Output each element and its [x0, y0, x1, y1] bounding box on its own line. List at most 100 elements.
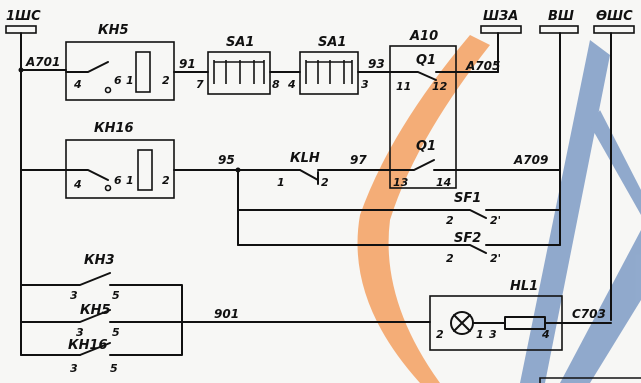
contact-kh16-bottom: КН16 3 5	[68, 338, 118, 375]
bus-1shs: 1ШС	[5, 9, 41, 34]
watermark-blue-stripe-1	[520, 40, 610, 383]
kh5-top-contact-dot	[104, 86, 112, 94]
kh5-top-pin: 4	[73, 78, 82, 91]
hl1-pin: 3	[489, 328, 497, 341]
kh5-top-label: КН5	[98, 23, 129, 38]
a10-q1-top-contact	[389, 71, 457, 81]
sf2-pin: 2	[446, 252, 454, 265]
a10-pin: 12	[432, 80, 448, 93]
sa1-right-pin: 3	[361, 78, 369, 91]
kh16-top-coil	[137, 149, 153, 191]
kh5-top-pin: 1	[126, 74, 134, 87]
sa1-right-box	[299, 51, 359, 95]
sa1-left-label: SA1	[226, 35, 254, 50]
kh16-bottom-pin: 5	[110, 362, 118, 375]
a10-pin: 13	[393, 176, 409, 189]
relay-kh5-top: КН5 4 6 1 2	[65, 23, 175, 101]
contact-kh5-bottom: КН5 3 5	[20, 303, 183, 339]
contact-kh3: КН3 3 5	[70, 253, 120, 302]
bus-vsh-terminal	[539, 25, 579, 34]
watermark-blue-stripe-3	[590, 110, 641, 215]
watermark-orange-stripe	[357, 35, 490, 383]
wire-901-label: 901	[214, 307, 239, 321]
wire-a701-label: А701	[25, 55, 60, 69]
kh16-top-pin: 6	[114, 174, 122, 187]
bus-sh3a: ШЗА	[480, 9, 522, 34]
bus-oshs: ӨШС	[593, 9, 635, 34]
a10-box	[389, 45, 457, 189]
kh16-top-pin: 1	[126, 174, 134, 187]
sf2-pin: 2'	[490, 252, 501, 265]
klh-pin: 2	[321, 176, 329, 189]
wire-c703-label: С703	[572, 307, 606, 321]
sa1-left-contacts	[213, 60, 265, 84]
switch-sa1-left: SA1 7 8	[196, 35, 280, 95]
a10-q1-top-label: Q1	[416, 53, 436, 68]
wire-95-label: 95	[218, 153, 235, 167]
wire-bottom-frame	[20, 272, 183, 356]
a10-pin: 11	[396, 80, 411, 93]
bus-sh3a-label: ШЗА	[483, 9, 518, 24]
kh16-bottom-label: КН16	[68, 338, 108, 353]
klh-label: КLН	[290, 151, 320, 166]
klh-contact	[299, 169, 319, 185]
klh-pin: 1	[277, 176, 285, 189]
a10-q1-bottom-contact	[389, 159, 457, 171]
breaker-sf2: SF2 2 2'	[237, 231, 561, 265]
switch-sa1-right: SA1 4 3	[287, 35, 369, 95]
a10-pin: 14	[436, 176, 451, 189]
bus-oshs-label: ӨШС	[596, 9, 633, 24]
sf2-label: SF2	[454, 231, 481, 246]
breaker-a10: А10 Q1 11 12 Q1 13 14	[389, 29, 457, 189]
kh5-bottom-pin: 5	[112, 326, 120, 339]
resistor-icon	[504, 316, 546, 330]
sf1-contact	[237, 209, 561, 219]
bus-sh3a-terminal	[480, 25, 522, 34]
kh5-top-coil	[135, 51, 151, 93]
lamp-cross	[453, 314, 471, 332]
sf2-contact	[237, 244, 561, 254]
sf1-label: SF1	[454, 191, 481, 206]
sf1-pin: 2'	[490, 214, 501, 227]
breaker-sf1: SF1 2 2'	[237, 191, 561, 227]
bus-vsh: ВШ	[539, 9, 579, 34]
kh5-top-pin: 6	[114, 74, 122, 87]
kh5-top-contact	[65, 61, 109, 73]
hl1-label: НL1	[510, 279, 538, 294]
sa1-left-pin: 8	[272, 78, 280, 91]
lamp-hl1: НL1 2 1 3 4	[429, 279, 563, 351]
kh5-bottom-pin: 3	[76, 326, 84, 339]
contact-klh: КLН 1 2	[277, 151, 329, 189]
wire-93-label: 93	[368, 57, 385, 71]
kh5-bottom-label: КН5	[80, 303, 111, 318]
a10-label: А10	[409, 29, 438, 44]
wire-a705-label: А705	[465, 59, 500, 73]
sa1-right-label: SA1	[318, 35, 346, 50]
kh3-label: КН3	[84, 253, 115, 268]
watermark-blue-stripe-2	[560, 230, 641, 383]
bus-vsh-label: ВШ	[548, 9, 574, 24]
hl1-pin: 4	[541, 328, 550, 341]
kh16-top-pin: 4	[73, 178, 82, 191]
kh5-bottom-contact	[20, 309, 183, 323]
watermark	[357, 35, 641, 383]
sa1-left-pin: 7	[196, 78, 204, 91]
kh3-pin: 3	[70, 289, 78, 302]
wire-91-label: 91	[179, 57, 196, 71]
bus-oshs-terminal	[593, 25, 635, 34]
kh16-top-label: КН16	[94, 121, 134, 136]
a10-q1-bottom-label: Q1	[416, 139, 436, 154]
sa1-right-contacts	[305, 60, 353, 84]
kh16-top-contact	[65, 169, 109, 181]
hl1-pin: 2	[436, 328, 444, 341]
wire-97-label: 97	[350, 153, 367, 167]
wire-a709-label: А709	[513, 153, 548, 167]
bus-1shs-terminal	[5, 25, 37, 34]
relay-kh16-top: КН16 4 6 1 2	[65, 121, 175, 199]
hl1-pin: 1	[476, 328, 484, 341]
kh16-top-contact-dot	[104, 184, 112, 192]
kh16-bottom-pin: 3	[70, 362, 78, 375]
kh16-bottom-contact	[79, 342, 111, 356]
kh16-top-pin: 2	[162, 174, 170, 187]
